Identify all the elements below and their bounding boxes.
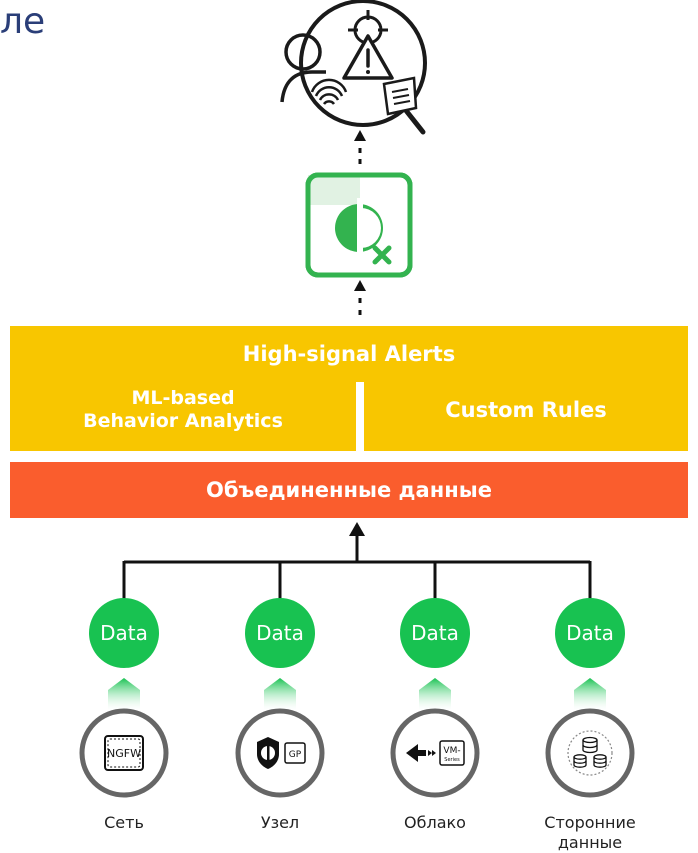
source-label-cloud: Облако [404, 813, 466, 832]
unified-data-band: Объединенные данные [10, 462, 688, 518]
vm-badge-line1: VM- [443, 746, 460, 756]
cortex-xdr-logo [305, 172, 413, 278]
data-node-third-party: Data [555, 598, 625, 668]
gp-badge: GP [289, 750, 302, 760]
high-signal-alerts-label: High-signal Alerts [242, 342, 456, 366]
data-node-endpoint: Data [245, 598, 315, 668]
up-arrow-icon [574, 678, 606, 710]
up-arrow-icon [419, 678, 451, 710]
ml-analytics-line2: Behavior Analytics [83, 409, 283, 432]
source-arrows [108, 678, 606, 710]
up-arrow-icon [264, 678, 296, 710]
source-label-third-party: Сторонние данные [544, 813, 636, 852]
vm-badge-line2: Series [444, 757, 460, 763]
database-icon [545, 708, 635, 798]
source-label-network: Сеть [104, 813, 144, 832]
unified-data-label: Объединенные данные [206, 478, 492, 502]
dotted-arrow-up [354, 280, 366, 315]
custom-rules-label: Custom Rules [445, 397, 607, 422]
ml-analytics-line1: ML-based [131, 386, 235, 409]
data-connector-lines [122, 522, 592, 606]
up-arrow-icon [108, 678, 140, 710]
cloud-vm-icon: VM- Series [390, 708, 480, 798]
ngfw-badge: NGFW [107, 747, 141, 760]
data-node-cloud: Data [400, 598, 470, 668]
dotted-arrow-up [354, 130, 366, 164]
ml-analytics-band: ML-based Behavior Analytics [10, 368, 356, 451]
source-label-endpoint: Узел [260, 813, 300, 832]
threat-investigation-icon [280, 0, 427, 135]
data-node-network: Data [89, 598, 159, 668]
ngfw-icon: NGFW [79, 708, 169, 798]
cortex-shield-icon: GP [235, 708, 325, 798]
ml-analytics-label: ML-based Behavior Analytics [83, 387, 283, 433]
custom-rules-band: Custom Rules [364, 368, 688, 451]
page-title-fragment: ле [0, 1, 46, 42]
